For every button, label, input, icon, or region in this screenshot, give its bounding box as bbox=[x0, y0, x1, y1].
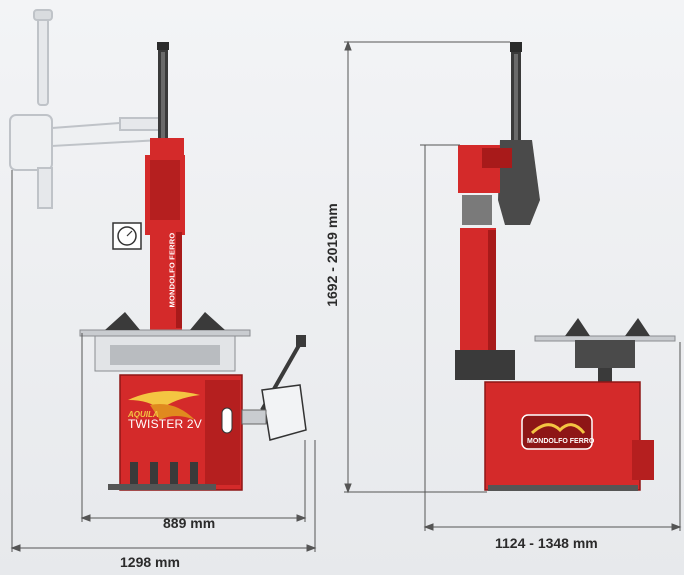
base-width-label: 889 mm bbox=[163, 515, 216, 531]
right-vertical-tool bbox=[498, 42, 540, 225]
ghost-swing-arm bbox=[9, 9, 166, 209]
height-label: 1692 - 2019 mm bbox=[324, 203, 340, 307]
bead-breaker bbox=[241, 335, 307, 441]
right-turntable bbox=[534, 318, 676, 383]
pressure-gauge bbox=[112, 222, 142, 250]
depth-label: 1124 - 1348 mm bbox=[495, 535, 598, 551]
logo-brand-text: MONDOLFO FERRO bbox=[527, 438, 595, 445]
left-vertical-tool bbox=[157, 42, 169, 142]
model-aquila-text: AQUILA bbox=[128, 410, 159, 419]
model-twister-text: TWISTER 2V bbox=[128, 417, 203, 431]
dimension-lines bbox=[10, 40, 682, 552]
column-brand-text: MONDOLFO FERRO bbox=[167, 232, 177, 308]
left-turntable bbox=[79, 312, 251, 372]
overall-width-label: 1298 mm bbox=[120, 554, 180, 570]
right-base-cabinet bbox=[484, 381, 654, 491]
left-base-cabinet bbox=[108, 374, 243, 491]
left-column bbox=[145, 138, 185, 330]
right-column bbox=[455, 145, 515, 380]
